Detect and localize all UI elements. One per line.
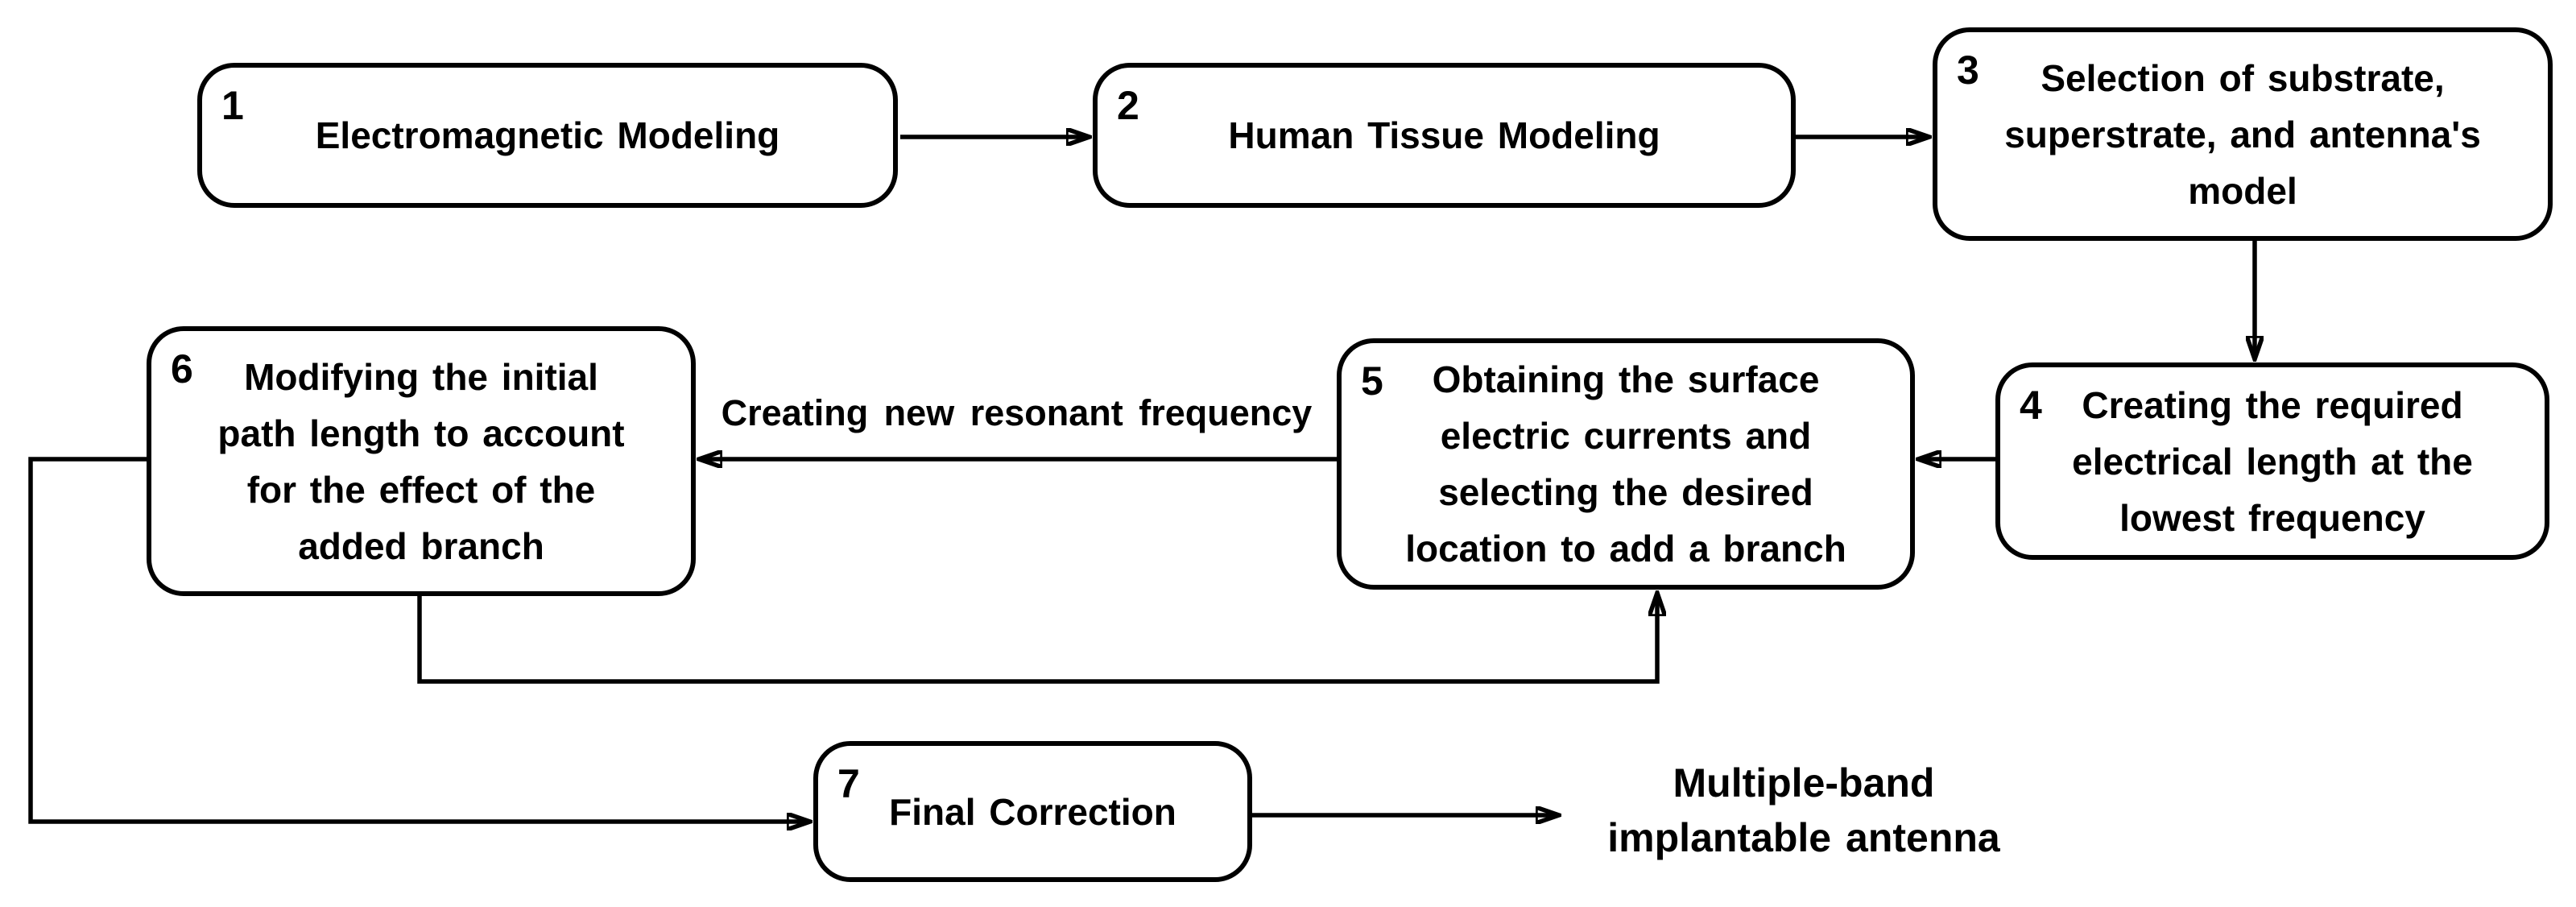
step-2-label: Human Tissue Modeling [1228, 114, 1660, 156]
step-6-label: Modifying the initial path length to acc… [217, 355, 625, 567]
step-4-box: 4 Creating the required electrical lengt… [1995, 362, 2549, 560]
step-1-number: 1 [221, 83, 244, 128]
step-7-label: Final Correction [889, 790, 1176, 833]
step-5-box: 5 Obtaining the surface electric current… [1337, 338, 1915, 590]
step-3-box: 3 Selection of substrate, superstrate, a… [1933, 27, 2553, 241]
step-1-label: Electromagnetic Modeling [315, 114, 780, 156]
output-label-multiband-antenna: Multiple-band implantable antenna [1607, 760, 2000, 860]
feedback-step6-step5 [417, 594, 1657, 684]
step-7-box: 7 Final Correction [813, 741, 1252, 882]
connector-step6-step7 [28, 457, 809, 822]
step-4-label: Creating the required electrical length … [2072, 383, 2473, 539]
step-5-number: 5 [1361, 358, 1383, 404]
step-3-label: Selection of substrate, superstrate, and… [2004, 56, 2481, 212]
edge-label-new-resonant-frequency: Creating new resonant frequency [721, 392, 1313, 433]
step-2-number: 2 [1117, 83, 1139, 128]
step-4-number: 4 [2020, 383, 2042, 428]
step-7-number: 7 [837, 761, 860, 806]
step-6-number: 6 [171, 346, 193, 391]
step-5-label: Obtaining the surface electric currents … [1405, 358, 1846, 569]
step-6-box: 6 Modifying the initial path length to a… [147, 326, 696, 596]
step-2-box: 2 Human Tissue Modeling [1093, 63, 1796, 208]
step-1-box: 1 Electromagnetic Modeling [197, 63, 898, 208]
step-3-number: 3 [1957, 48, 1979, 93]
